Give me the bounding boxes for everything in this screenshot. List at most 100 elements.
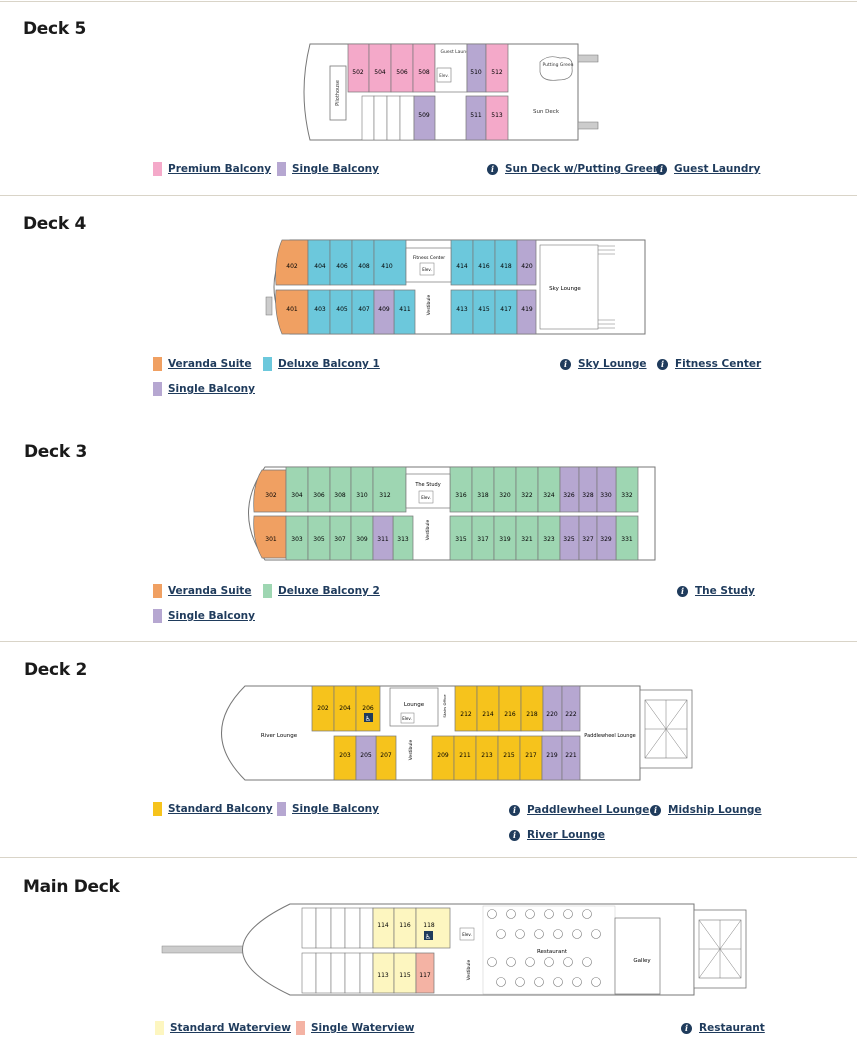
info-icon: i [509, 829, 520, 841]
cabin-202: 202 [317, 705, 329, 712]
swatch-single [277, 802, 286, 816]
cabin-411: 411 [399, 306, 411, 313]
cabin-325: 325 [563, 536, 575, 543]
the-study-label: The Study [414, 482, 440, 488]
info-icon: i [681, 1022, 692, 1034]
deck-3-plan: 302 301 The Study Elev. Vestibule 304 30… [248, 466, 656, 561]
swatch-veranda [153, 584, 162, 598]
legend-deluxe-balcony-2[interactable]: Deluxe Balcony 2 [263, 584, 380, 598]
legend-single-balcony-2[interactable]: Single Balcony [277, 802, 379, 816]
cabin-331: 331 [621, 536, 633, 543]
cabin-506: 506 [396, 69, 408, 76]
cabin-217: 217 [525, 752, 537, 759]
cabin-117: 117 [419, 972, 431, 979]
restaurant-tables [487, 909, 601, 987]
cabin-512: 512 [491, 69, 503, 76]
cabin-329: 329 [600, 536, 612, 543]
cabin-403: 403 [314, 306, 326, 313]
cabin-504: 504 [374, 69, 386, 76]
legend-standard-balcony[interactable]: Standard Balcony [153, 802, 273, 816]
legend-premium-balcony[interactable]: Premium Balcony [153, 162, 271, 176]
cabin-215: 215 [503, 752, 515, 759]
stairs-office-label: Stairs Office [442, 694, 447, 718]
cabin-204: 204 [339, 705, 351, 712]
cabin-118: 118 [423, 922, 435, 929]
cabin-116: 116 [399, 922, 411, 929]
cabin-306: 306 [313, 492, 325, 499]
deck-5-title: Deck 5 [23, 19, 86, 39]
cabin-318: 318 [477, 492, 489, 499]
top-divider [0, 1, 857, 2]
divider-deck3-deck2 [0, 641, 857, 642]
swatch-deluxe2 [263, 584, 272, 598]
cabin-330: 330 [600, 492, 612, 499]
cabin-219: 219 [546, 752, 558, 759]
cabin-113: 113 [377, 972, 389, 979]
cabin-305: 305 [313, 536, 325, 543]
cabin-513: 513 [491, 112, 503, 119]
cabin-323: 323 [543, 536, 555, 543]
cabin-207: 207 [380, 752, 392, 759]
deck-2-title: Deck 2 [24, 660, 87, 680]
deck4-vestibule-label: Vestibule [426, 294, 432, 315]
legend-veranda-suite-4[interactable]: Veranda Suite [153, 357, 251, 371]
divider-deck5-deck4 [0, 195, 857, 196]
cabin-303: 303 [291, 536, 303, 543]
main-elev-label: Elev. [462, 932, 471, 937]
main-vestibule-label: Vestibule [466, 959, 472, 980]
swatch-single [153, 382, 162, 396]
cabin-328: 328 [582, 492, 594, 499]
cabin-313: 313 [397, 536, 409, 543]
cabin-220: 220 [546, 711, 558, 718]
cabin-417: 417 [500, 306, 512, 313]
cabin-212: 212 [460, 711, 472, 718]
cabin-222: 222 [565, 711, 577, 718]
swatch-single-waterview [296, 1021, 305, 1035]
legend-single-balcony-4[interactable]: Single Balcony [153, 382, 255, 396]
legend-standard-waterview[interactable]: Standard Waterview [155, 1021, 291, 1035]
cabin-510: 510 [470, 69, 482, 76]
info-icon: i [650, 804, 661, 816]
info-icon: i [487, 163, 498, 175]
cabin-307: 307 [334, 536, 346, 543]
cabin-308: 308 [334, 492, 346, 499]
divider-deck4-deck3 [0, 413, 857, 414]
cabin-203: 203 [339, 752, 351, 759]
info-icon: i [509, 804, 520, 816]
cabin-211: 211 [459, 752, 471, 759]
info-icon: i [677, 585, 688, 597]
swatch-deluxe1 [263, 357, 272, 371]
legend-single-waterview[interactable]: Single Waterview [296, 1021, 414, 1035]
accessible-icon: ♿ [425, 933, 431, 941]
cabin-409: 409 [378, 306, 390, 313]
legend-single-balcony-5[interactable]: Single Balcony [277, 162, 379, 176]
swatch-waterview [155, 1021, 164, 1035]
cabin-407: 407 [358, 306, 370, 313]
cabin-206: 206 [362, 705, 374, 712]
lounge-label: Lounge [404, 702, 425, 708]
cabin-511: 511 [470, 112, 482, 119]
cabin-221: 221 [565, 752, 577, 759]
divider-deck2-main [0, 857, 857, 858]
cabin-420: 420 [521, 263, 533, 270]
legend-single-balcony-3[interactable]: Single Balcony [153, 609, 255, 623]
legend-veranda-suite-3[interactable]: Veranda Suite [153, 584, 251, 598]
legend-deluxe-balcony-1[interactable]: Deluxe Balcony 1 [263, 357, 380, 371]
swatch-veranda [153, 357, 162, 371]
galley-label: Galley [633, 958, 651, 964]
pilothouse-label: Pilothouse [335, 80, 341, 106]
cabin-324: 324 [543, 492, 555, 499]
guest-laundry-label: Guest Laundry [441, 49, 474, 55]
cabin-326: 326 [563, 492, 575, 499]
cabin-114: 114 [377, 922, 389, 929]
fitness-center-label: Fitness Center [413, 255, 445, 261]
